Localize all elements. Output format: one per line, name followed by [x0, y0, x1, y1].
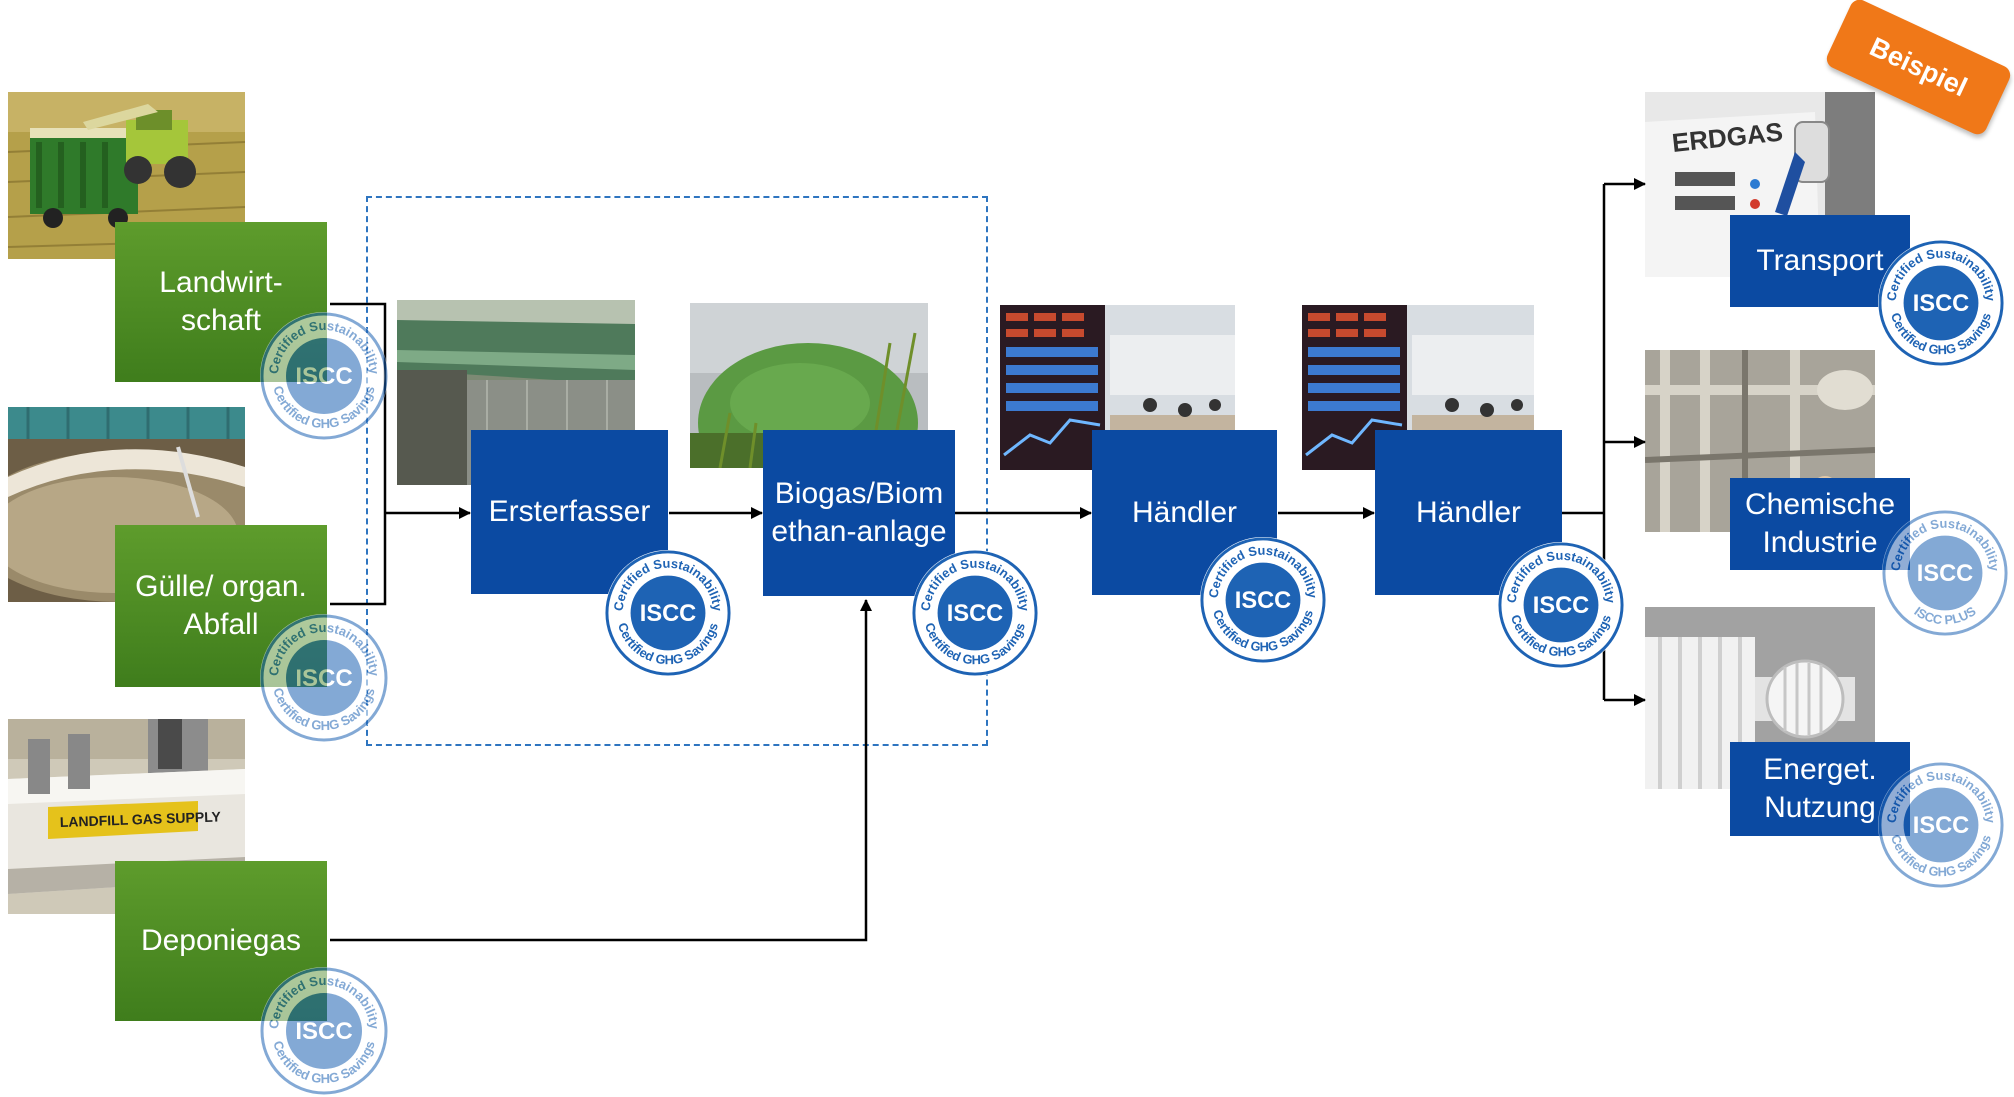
iscc-seal-haendler-1: Certified Sustainability Certified GHG S…	[1198, 535, 1328, 665]
chain-box-ersterfasser: Ersterfasser	[471, 430, 668, 594]
arrow-deponie-to-biogas	[330, 599, 872, 942]
iscc-seal-haendler-2: Certified Sustainability Certified GHG S…	[1496, 540, 1626, 670]
output-label-line: Nutzung	[1764, 791, 1876, 824]
seal-center-text: ISCC	[1235, 588, 1291, 614]
source-label-line: schaft	[180, 304, 262, 337]
radiator-photo	[1645, 607, 1875, 789]
iscc-seal-energie: Certified Sustainability Certified GHG S…	[1876, 760, 2006, 890]
seal-center-text: ISCC	[295, 363, 352, 390]
output-label-line: Chemische	[1744, 488, 1896, 521]
harvester-photo	[8, 92, 245, 259]
chain-label-line: ethan-anlage	[771, 515, 947, 548]
output-label-line: Transport	[1756, 244, 1884, 277]
iscc-seal-deponie: Certified Sustainability Certified GHG S…	[258, 965, 390, 1097]
source-label-line: Abfall	[183, 608, 259, 641]
chain-label-line: Händler	[1131, 495, 1238, 529]
source-box-landwirtschaft: Landwirt-schaft	[115, 222, 327, 382]
chain-label-line: Biogas/Biom	[774, 477, 944, 510]
chain-label-line: Ersterfasser	[488, 495, 651, 528]
output-box-energie: Energet. Nutzung	[1730, 742, 1910, 836]
source-label-line: Landwirt-	[159, 266, 283, 299]
dashed-group-border	[366, 196, 988, 746]
seal-center-text: ISCC	[1913, 813, 1969, 839]
output-label-line: Energet.	[1763, 753, 1877, 786]
seal-center-text: ISCC	[295, 1018, 352, 1045]
chain-box-haendler-2: Händler	[1375, 430, 1562, 595]
chain-box-biogas: Biogas/Biom ethan-anlage	[763, 430, 955, 596]
iscc-seal-transport: Certified Sustainability Certified GHG S…	[1876, 238, 2006, 368]
seal-center-text: ISCC	[1917, 561, 1973, 587]
source-box-guelle: Gülle/ organ. Abfall	[115, 525, 327, 687]
seal-center-text: ISCC	[947, 601, 1003, 627]
landfill-label-text: LANDFILL GAS SUPPLY	[60, 808, 222, 830]
iscc-seal-biogas: Certified Sustainability Certified GHG S…	[910, 548, 1040, 678]
iscc-seal-landwirtschaft: Certified Sustainability Certified GHG S…	[258, 310, 390, 442]
chain-label-line: Händler	[1415, 495, 1522, 529]
seal-center-text: ISCC	[1913, 291, 1969, 317]
arrow-landwirtschaft	[330, 302, 387, 606]
seal-center-text: ISCC	[295, 665, 352, 692]
iscc-plus-seal-chemie: Certified Sustainability ISCC PLUS ISCC	[1880, 508, 2010, 638]
output-label-line: Industrie	[1762, 526, 1878, 559]
seal-center-text: ISCC	[640, 601, 696, 627]
iscc-seal-guelle: Certified Sustainability Certified GHG S…	[258, 612, 390, 744]
source-label-line: Deponiegas	[140, 924, 302, 957]
seal-center-text: ISCC	[1533, 593, 1589, 619]
source-label-line: Gülle/ organ.	[135, 570, 307, 603]
iscc-seal-ersterfasser: Certified Sustainability Certified GHG S…	[603, 548, 733, 678]
